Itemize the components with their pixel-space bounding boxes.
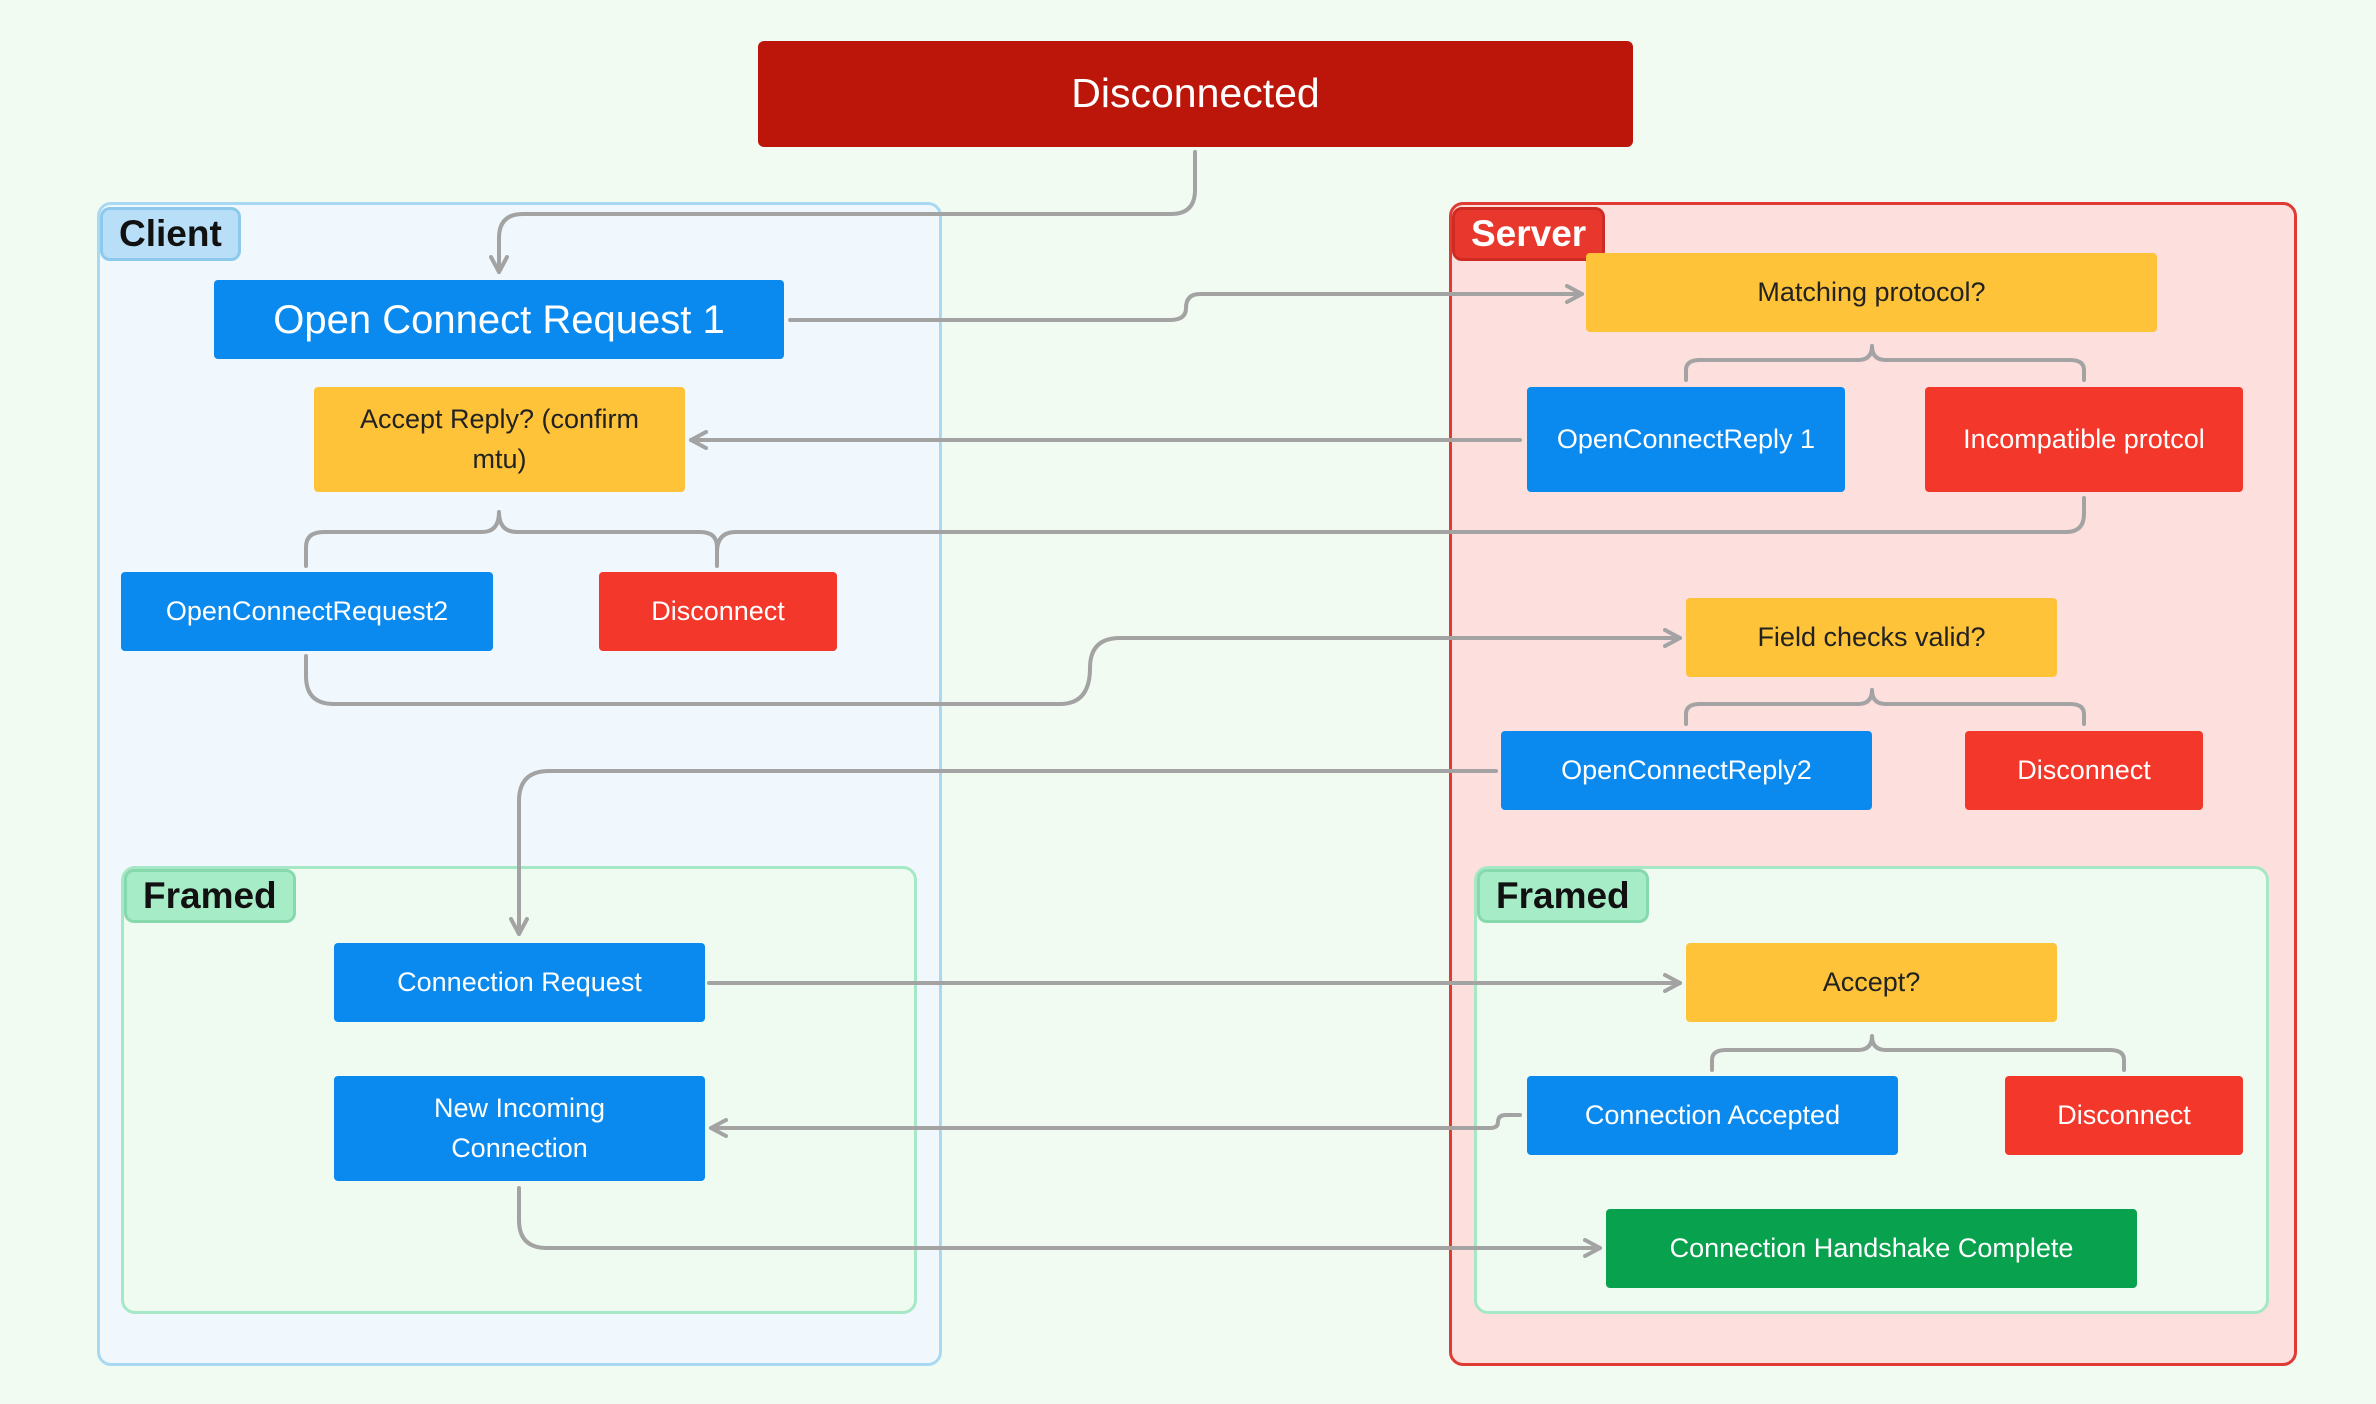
connection-accepted-node[interactable]: Connection Accepted — [1527, 1076, 1898, 1155]
open-connect-request-2-node[interactable]: OpenConnectRequest2 — [121, 572, 493, 651]
open-connect-reply-2-node[interactable]: OpenConnectReply2 — [1501, 731, 1872, 810]
edge-matching-brace — [1684, 344, 2086, 382]
client-framed-tag: Framed — [124, 869, 296, 923]
new-incoming-connection-node[interactable]: New Incoming Connection — [334, 1076, 705, 1181]
connection-request-node[interactable]: Connection Request — [334, 943, 705, 1022]
edge-field-checks-brace — [1684, 688, 2086, 726]
matching-protocol-node[interactable]: Matching protocol? — [1586, 253, 2157, 332]
incompatible-protocol-node[interactable]: Incompatible protcol — [1925, 387, 2243, 492]
accept-node[interactable]: Accept? — [1686, 943, 2057, 1022]
open-connect-request-1-node[interactable]: Open Connect Request 1 — [214, 280, 784, 359]
edge-accept-brace — [1710, 1034, 2126, 1072]
disconnected-node[interactable]: Disconnected — [758, 41, 1633, 147]
framed-disconnect-node[interactable]: Disconnect — [2005, 1076, 2243, 1155]
handshake-complete-node[interactable]: Connection Handshake Complete — [1606, 1209, 2137, 1288]
accept-reply-node[interactable]: Accept Reply? (confirm mtu) — [314, 387, 685, 492]
edge-request1-to-matching — [788, 284, 1584, 322]
edge-request2-to-field-checks — [304, 628, 1682, 706]
edge-accept-reply-brace — [304, 510, 719, 568]
edge-accepted-to-new-incoming — [709, 1113, 1522, 1138]
edge-disconnected-to-request1 — [489, 150, 1197, 274]
edge-incompatible-to-disconnect — [715, 496, 2086, 554]
field-checks-valid-node[interactable]: Field checks valid? — [1686, 598, 2057, 677]
open-connect-reply-1-node[interactable]: OpenConnectReply 1 — [1527, 387, 1845, 492]
server-framed-tag: Framed — [1477, 869, 1649, 923]
edge-new-incoming-to-handshake — [517, 1186, 1602, 1258]
server-tag: Server — [1452, 207, 1606, 261]
client-tag: Client — [100, 207, 241, 261]
client-disconnect-node[interactable]: Disconnect — [599, 572, 837, 651]
server-disconnect-node[interactable]: Disconnect — [1965, 731, 2203, 810]
edge-reply2-to-connection-request — [509, 769, 1498, 936]
